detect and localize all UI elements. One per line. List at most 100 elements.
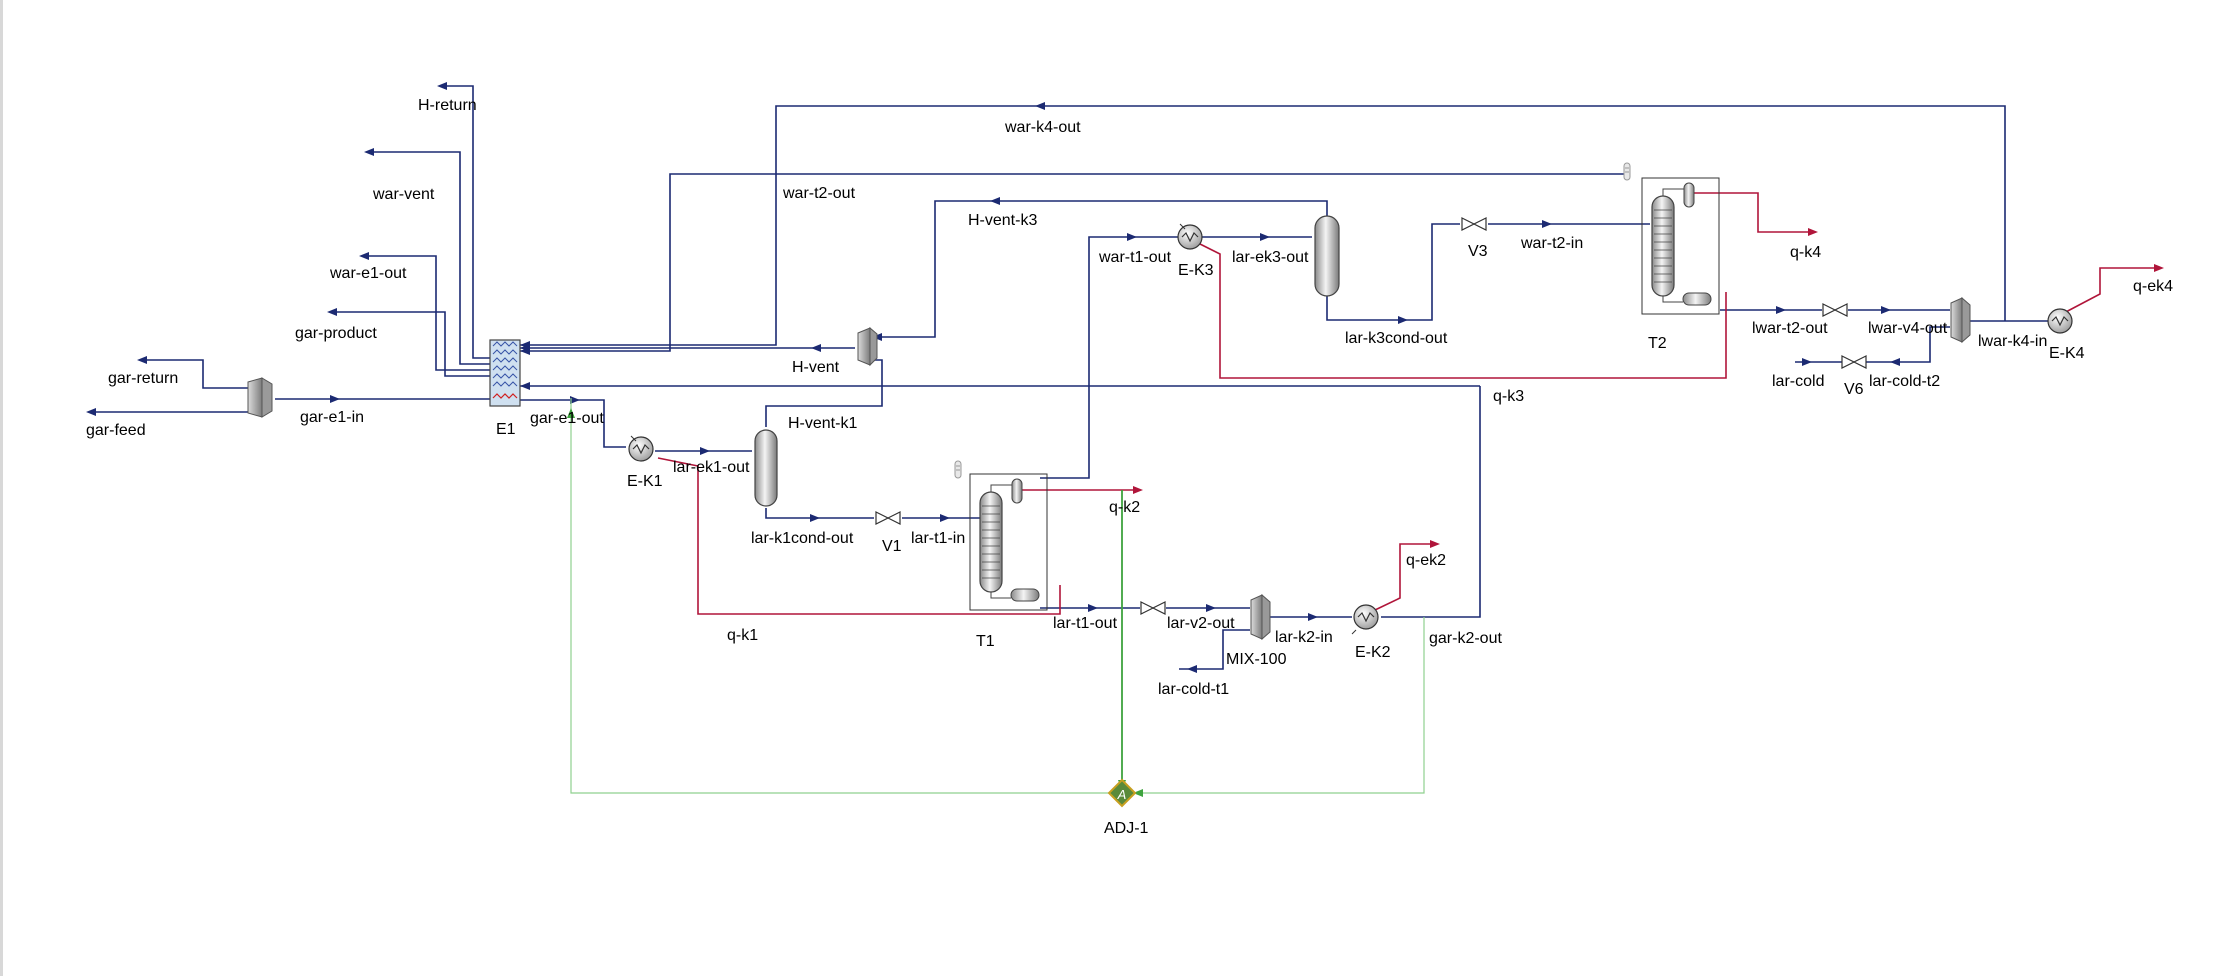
stream-lar-k3cond-out[interactable]	[1326, 223, 1460, 321]
adj-1-adjust[interactable]: A	[1107, 778, 1137, 808]
label-lar-cold-t2: lar-cold-t2	[1869, 373, 1940, 390]
t2-status-icon	[1623, 162, 1631, 181]
label-war-e1-out: war-e1-out	[329, 265, 407, 282]
stream-war-k4-out[interactable]	[520, 105, 2006, 346]
label-lar-t1-in: lar-t1-in	[911, 530, 965, 547]
energy-q-k4[interactable]	[1690, 192, 1810, 233]
stream-gar-return[interactable]	[143, 359, 248, 389]
label-war-t2-out: war-t2-out	[782, 185, 856, 202]
label-gar-e1-out: gar-e1-out	[530, 410, 604, 427]
energy-q-k1[interactable]	[657, 457, 1061, 615]
label-war-t2-in: war-t2-in	[1520, 235, 1583, 252]
v3-valve[interactable]	[1461, 217, 1487, 231]
energy-q-ek4[interactable]	[2061, 267, 2156, 315]
label-war-t1-out: war-t1-out	[1098, 249, 1172, 266]
signal-lines	[570, 398, 1425, 794]
label-war-k4-out: war-k4-out	[1004, 119, 1081, 136]
label-t2: T2	[1648, 335, 1667, 352]
stream-war-vent[interactable]	[370, 151, 490, 365]
material-streams	[92, 85, 2048, 670]
signal-adj-to-gar-e1-out	[570, 398, 1112, 794]
label-h-return: H-return	[418, 97, 477, 114]
label-adj-1: ADJ-1	[1104, 820, 1149, 837]
label-gar-feed: gar-feed	[86, 422, 146, 439]
k4-mixer[interactable]	[1950, 296, 1971, 344]
label-lar-cold: lar-cold	[1772, 373, 1824, 390]
stream-arrows	[86, 82, 1900, 673]
label-lar-cold-t1: lar-cold-t1	[1158, 681, 1229, 698]
label-e-k1: E-K1	[627, 473, 663, 490]
e-k1-cooler[interactable]	[628, 435, 654, 462]
label-v3: V3	[1468, 243, 1488, 260]
label-lar-t1-out: lar-t1-out	[1053, 615, 1118, 632]
label-gar-product: gar-product	[295, 325, 377, 342]
v1-valve[interactable]	[875, 511, 901, 525]
stream-gar-e1-out[interactable]	[520, 399, 626, 448]
stream-h-vent-k1[interactable]	[765, 359, 883, 427]
energy-q-ek2[interactable]	[1374, 543, 1432, 611]
stream-gar-k2-out[interactable]	[1381, 386, 1481, 618]
label-h-vent: H-vent	[792, 359, 840, 376]
stream-labels: H-return war-k4-out war-vent war-t2-out …	[86, 97, 2173, 837]
k3-flash-drum[interactable]	[1314, 215, 1340, 297]
t2-column[interactable]	[1641, 177, 1720, 315]
stream-war-t1-out[interactable]	[1040, 236, 1178, 479]
label-q-ek4: q-ek4	[2133, 278, 2173, 295]
signal-arrows	[567, 408, 1143, 797]
label-lar-k3cond-out: lar-k3cond-out	[1345, 330, 1448, 347]
label-q-k3: q-k3	[1493, 388, 1524, 405]
label-lar-ek3-out: lar-ek3-out	[1232, 249, 1309, 266]
label-h-vent-k3: H-vent-k3	[968, 212, 1037, 229]
label-t1: T1	[976, 633, 995, 650]
label-e1: E1	[496, 421, 516, 438]
e-k4-heater[interactable]	[2047, 308, 2073, 334]
stream-gar-product[interactable]	[333, 311, 490, 377]
label-gar-k2-out: gar-k2-out	[1429, 630, 1502, 647]
label-war-vent: war-vent	[372, 186, 435, 203]
label-h-vent-k1: H-vent-k1	[788, 415, 857, 432]
label-lar-k1cond-out: lar-k1cond-out	[751, 530, 854, 547]
label-gar-e1-in: gar-e1-in	[300, 409, 364, 426]
t1-column[interactable]	[969, 473, 1048, 611]
signal-gar-k2-out-to-adj	[1136, 617, 1425, 794]
label-lar-v2-out: lar-v2-out	[1167, 615, 1235, 632]
v2-valve[interactable]	[1140, 601, 1166, 615]
k1-flash-drum[interactable]	[754, 429, 778, 507]
label-v1: V1	[882, 538, 902, 555]
label-lwar-k4-in: lwar-k4-in	[1978, 333, 2047, 350]
label-gar-return: gar-return	[108, 370, 178, 387]
energy-arrows	[1133, 228, 2164, 548]
stream-h-vent-k3[interactable]	[872, 200, 1328, 338]
label-e-k2: E-K2	[1355, 644, 1391, 661]
stream-war-t2-out[interactable]	[520, 173, 1627, 352]
label-e-k3: E-K3	[1178, 262, 1214, 279]
left-border	[0, 0, 3, 976]
e-k2-heater[interactable]	[1351, 604, 1379, 635]
label-q-k4: q-k4	[1790, 244, 1821, 261]
stream-h-return[interactable]	[443, 85, 490, 359]
label-q-k1: q-k1	[727, 627, 758, 644]
e-k3-cooler[interactable]	[1177, 223, 1203, 250]
mix-100-mixer[interactable]	[1250, 593, 1271, 641]
v4-valve[interactable]	[1822, 303, 1848, 317]
stream-lar-k1cond-out[interactable]	[765, 508, 874, 519]
v6-valve[interactable]	[1841, 355, 1867, 369]
label-mix-100: MIX-100	[1226, 651, 1287, 668]
label-lwar-v4-out: lwar-v4-out	[1868, 320, 1948, 337]
energy-streams	[657, 192, 2156, 615]
label-q-ek2: q-ek2	[1406, 552, 1446, 569]
label-lwar-t2-out: lwar-t2-out	[1752, 320, 1828, 337]
label-lar-ek1-out: lar-ek1-out	[673, 459, 750, 476]
stream-war-e1-out[interactable]	[365, 255, 490, 371]
t1-status-icon	[954, 460, 962, 479]
stream-lar-cold-t1[interactable]	[1179, 629, 1250, 670]
energy-q-k3[interactable]	[1199, 243, 1727, 379]
adj-glyph: A	[1117, 787, 1127, 802]
label-q-k2: q-k2	[1109, 499, 1140, 516]
e1-heat-exchanger[interactable]	[489, 339, 521, 407]
label-v6: V6	[1844, 381, 1864, 398]
label-lar-k2-in: lar-k2-in	[1275, 629, 1333, 646]
h-vent-mixer[interactable]	[857, 326, 878, 367]
feed-mixer[interactable]	[247, 377, 273, 418]
